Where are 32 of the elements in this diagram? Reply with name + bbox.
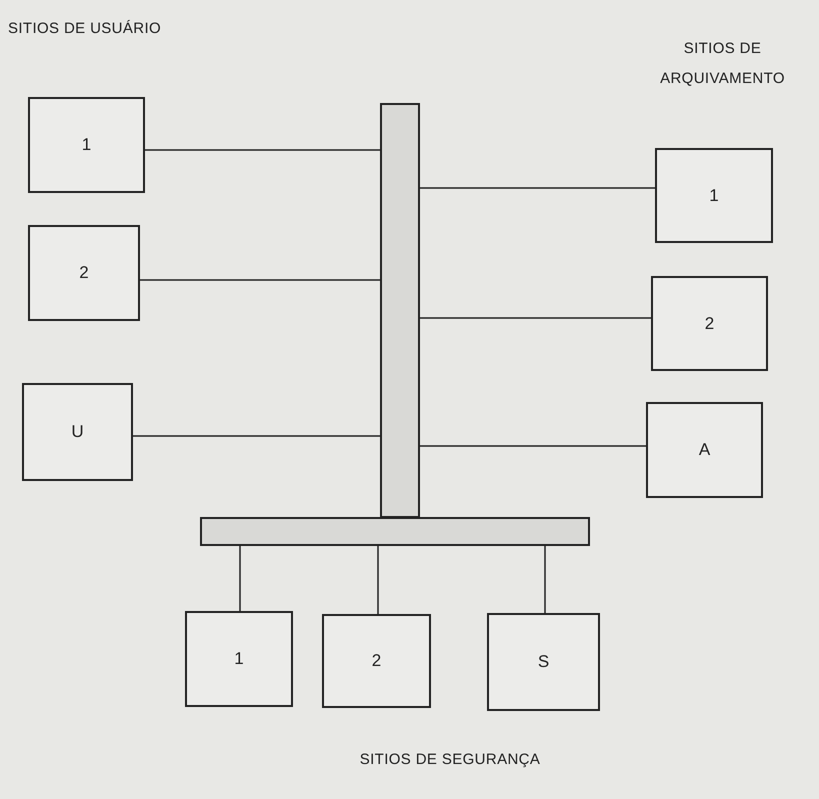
node-box (487, 613, 600, 711)
node-label: A (698, 439, 710, 462)
node-label: S (538, 651, 550, 674)
connector-line (140, 279, 380, 281)
group-label: SITIOS DE SEGURANÇA (358, 750, 542, 770)
node-box (185, 611, 293, 707)
connector-line (239, 546, 241, 611)
bus-bar (200, 517, 590, 546)
node-box (28, 225, 140, 321)
node-box (22, 383, 133, 481)
node-label: 1 (234, 648, 244, 670)
node-box (655, 148, 773, 243)
node-label: U (71, 421, 84, 444)
connector-line (420, 445, 646, 447)
node-box (646, 402, 763, 498)
connector-line (145, 149, 380, 151)
connector-line (420, 317, 651, 319)
node-box (651, 276, 768, 371)
node-label: 2 (79, 262, 89, 284)
connector-line (420, 187, 655, 189)
node-box (28, 97, 145, 193)
group-label: SITIOS DE USUÁRIO (8, 19, 162, 39)
node-label: 2 (372, 650, 382, 672)
node-label: 2 (704, 312, 714, 335)
connector-line (544, 546, 546, 613)
node-label: 1 (82, 134, 92, 156)
group-label: SITIOS DE ARQUIVAMENTO (659, 39, 786, 89)
bus-bar (380, 103, 420, 518)
node-label: 1 (709, 184, 719, 207)
connector-line (377, 546, 379, 614)
node-box (322, 614, 431, 708)
connector-line (133, 435, 380, 437)
